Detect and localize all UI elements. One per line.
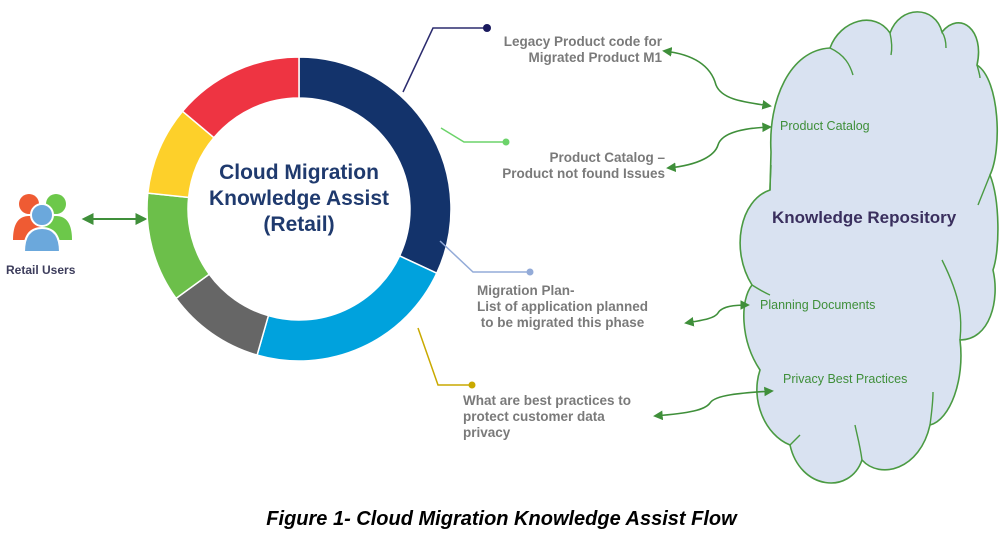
repo-item-planning-documents: Planning Documents bbox=[760, 298, 876, 312]
retail-users-label: Retail Users bbox=[6, 263, 76, 277]
center-title-line: Cloud Migration bbox=[219, 161, 379, 184]
figure-caption: Figure 1- Cloud Migration Knowledge Assi… bbox=[266, 508, 737, 530]
query-legacy-product: Legacy Product code for Migrated Product… bbox=[470, 34, 662, 66]
query-line: Migrated Product M1 bbox=[528, 50, 662, 65]
callout-catalog bbox=[440, 127, 510, 146]
query-line: privacy bbox=[463, 425, 511, 440]
ring-segment-light-blue bbox=[256, 254, 438, 362]
repo-item-privacy-best-practices: Privacy Best Practices bbox=[783, 372, 908, 386]
query-line: to be migrated this phase bbox=[477, 315, 645, 330]
users-group-icon bbox=[13, 194, 72, 253]
center-title: Cloud Migration Knowledge Assist (Retail… bbox=[189, 160, 409, 238]
query-product-catalog: Product Catalog – Product not found Issu… bbox=[470, 150, 665, 182]
callout-legacy bbox=[402, 24, 491, 93]
knowledge-assist-ring bbox=[146, 56, 452, 362]
query-line: Migration Plan- bbox=[477, 283, 575, 298]
query-migration-plan: Migration Plan- List of application plan… bbox=[477, 283, 648, 331]
arrow-planning bbox=[684, 300, 750, 327]
center-title-line: (Retail) bbox=[263, 213, 335, 236]
repo-item-product-catalog: Product Catalog bbox=[780, 119, 870, 133]
arrow-catalog bbox=[666, 122, 772, 173]
query-line: Legacy Product code for bbox=[503, 34, 662, 49]
query-line: What are best practices to bbox=[463, 393, 632, 408]
ring-segment-red bbox=[181, 56, 300, 139]
query-privacy: What are best practices to protect custo… bbox=[463, 393, 631, 441]
query-line: protect customer data bbox=[463, 409, 605, 424]
callout-migration-plan bbox=[439, 240, 534, 276]
query-line: Product not found Issues bbox=[502, 166, 665, 181]
arrow-legacy bbox=[662, 47, 772, 110]
arrow-privacy bbox=[653, 386, 774, 421]
repo-title: Knowledge Repository bbox=[772, 208, 957, 227]
knowledge-repository-cloud bbox=[739, 11, 999, 484]
query-line: List of application planned bbox=[477, 299, 649, 314]
query-line: Product Catalog – bbox=[549, 150, 665, 165]
center-title-line: Knowledge Assist bbox=[208, 187, 390, 210]
callout-privacy bbox=[417, 327, 476, 389]
